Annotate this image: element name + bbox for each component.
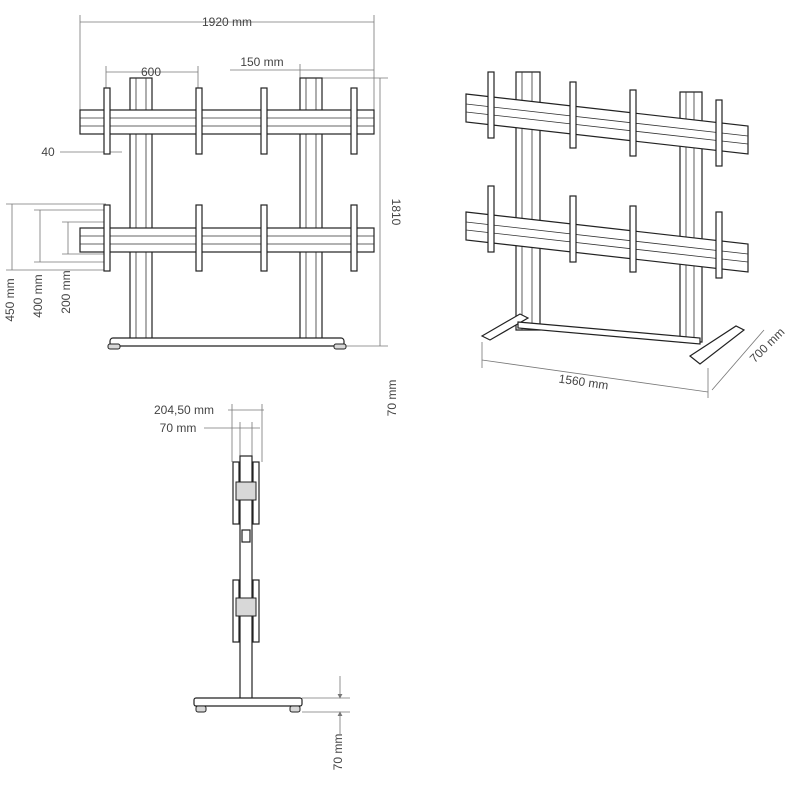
height-label: 1810	[389, 199, 403, 226]
lower-beam	[79, 227, 375, 253]
iso-lower-beam	[465, 211, 749, 273]
dim-200-label: 200 mm	[59, 270, 73, 313]
bracket	[350, 204, 358, 272]
iso-bracket	[629, 205, 637, 273]
iso-bracket	[629, 89, 637, 157]
iso-bracket	[569, 81, 577, 149]
base-bar	[109, 337, 345, 347]
dim-450-label: 450 mm	[3, 278, 17, 321]
iso-bracket	[487, 185, 495, 253]
side-base-height-label: 70 mm	[331, 734, 345, 771]
bracket-label: 40	[41, 145, 55, 159]
depth-dimension-line	[481, 359, 709, 393]
offset-label: 150 mm	[240, 55, 283, 69]
side-column-label: 70 mm	[160, 421, 197, 435]
upper-beam	[79, 109, 375, 135]
bracket	[103, 87, 111, 155]
depth-label: 1560 mm	[558, 372, 609, 393]
bracket	[260, 87, 268, 155]
foot-label: 700 mm	[747, 325, 788, 366]
bracket	[195, 87, 203, 155]
iso-upper-beam	[465, 93, 749, 155]
front-view: 1920 mm 600 150 mm 40 1810 450 mm 400 mm…	[3, 15, 403, 416]
iso-bracket	[715, 211, 723, 279]
iso-right-foot	[688, 325, 746, 365]
side-width-label: 204,50 mm	[154, 403, 214, 417]
dim-400-label: 400 mm	[31, 274, 45, 317]
width-label: 1920 mm	[202, 15, 252, 29]
bracket	[260, 204, 268, 272]
bracket	[195, 204, 203, 272]
isometric-view: 1560 mm 700 mm	[465, 71, 788, 398]
iso-bracket	[487, 71, 495, 139]
iso-base-bar	[517, 321, 701, 345]
base-height-label: 70 mm	[385, 380, 399, 417]
iso-bracket	[715, 99, 723, 167]
side-base	[193, 697, 303, 707]
bracket	[350, 87, 358, 155]
iso-left-foot	[480, 313, 530, 341]
column-spacing-label: 600	[141, 65, 161, 79]
bracket	[103, 204, 111, 272]
iso-bracket	[569, 195, 577, 263]
side-view: 204,50 mm 70 mm 70 mm	[154, 403, 350, 770]
